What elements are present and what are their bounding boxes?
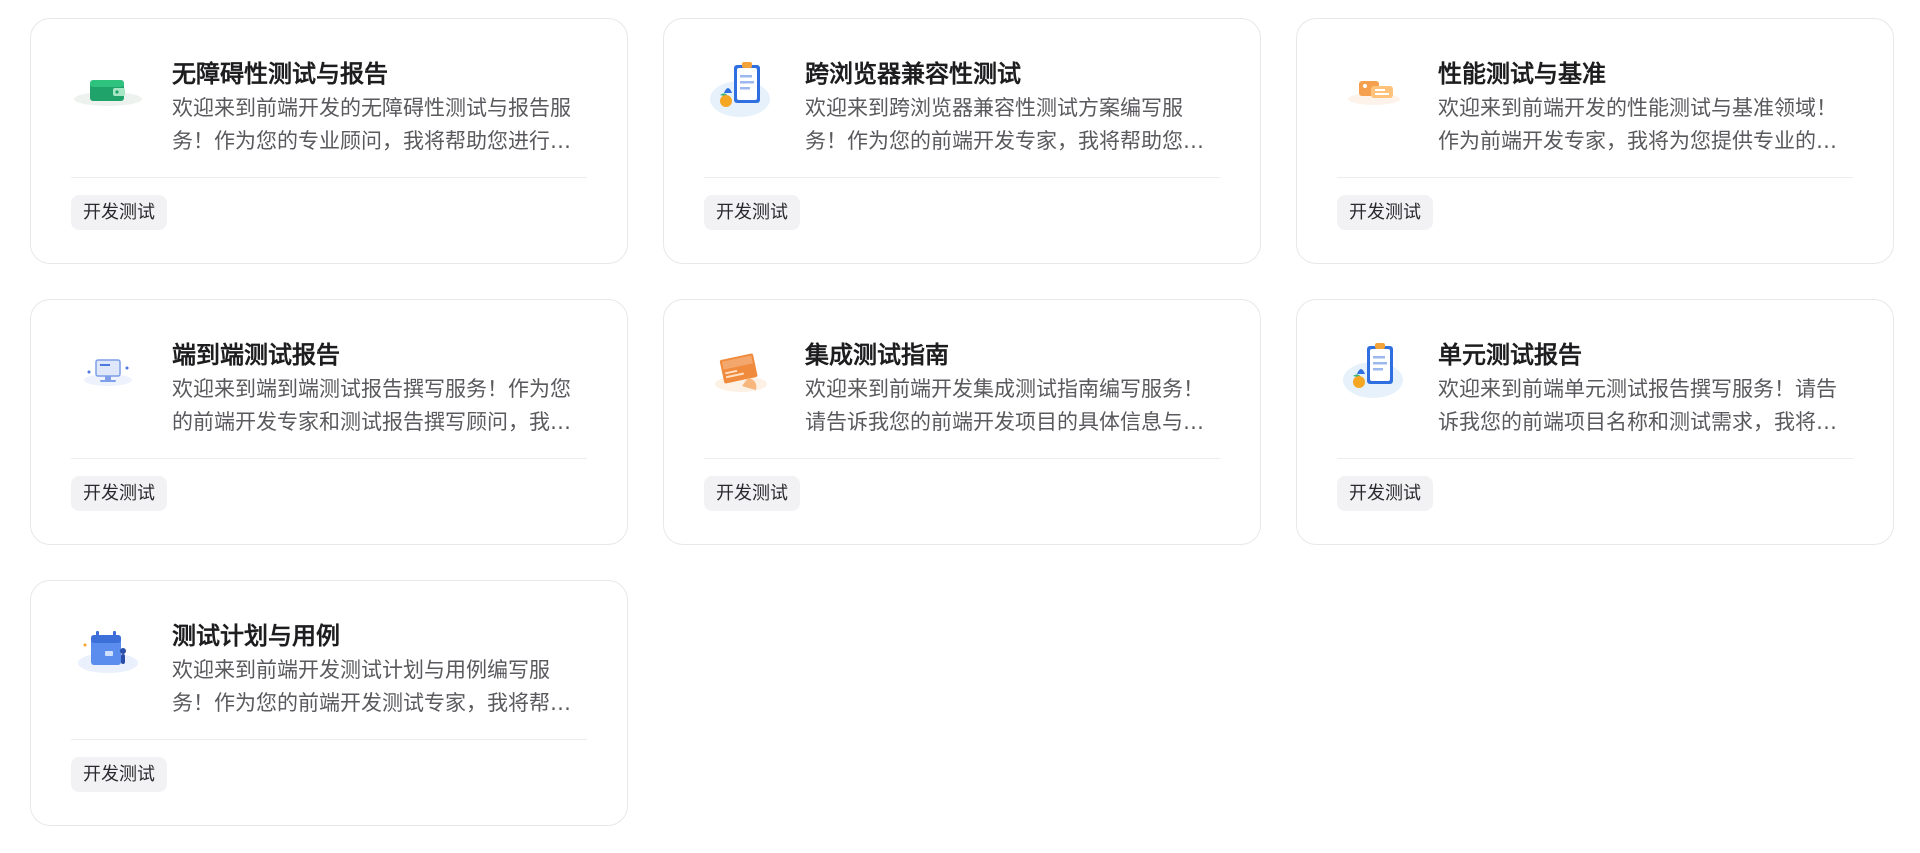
category-tag[interactable]: 开发测试: [71, 195, 167, 230]
monitor-icon: [71, 334, 145, 408]
card-title: 端到端测试报告: [172, 341, 340, 369]
card-description: 欢迎来到跨浏览器兼容性测试方案编写服务！作为您的前端开发专家，我将帮助您制定完整…: [805, 96, 1204, 153]
category-tag[interactable]: 开发测试: [704, 476, 800, 511]
card-description: 欢迎来到前端开发测试计划与用例编写服务！作为您的前端开发测试专家，我将帮助您编写…: [172, 658, 571, 715]
card-description: 欢迎来到前端单元测试报告撰写服务！请告诉我您的前端项目名称和测试需求，我将为您撰…: [1438, 377, 1837, 434]
card-header: 无障碍性测试与报告 欢迎来到前端开发的无障碍性测试与报告服务！作为您的专业顾问，…: [71, 19, 587, 178]
folder-cards-icon: [1337, 53, 1411, 127]
card-header: 性能测试与基准 欢迎来到前端开发的性能测试与基准领域！作为前端开发专家，我将为您…: [1337, 19, 1853, 178]
card-header: 单元测试报告 欢迎来到前端单元测试报告撰写服务！请告诉我您的前端项目名称和测试需…: [1337, 300, 1853, 459]
card-grid: 无障碍性测试与报告 欢迎来到前端开发的无障碍性测试与报告服务！作为您的专业顾问，…: [30, 18, 1894, 826]
card-title: 测试计划与用例: [172, 622, 340, 650]
card-title: 单元测试报告: [1438, 341, 1582, 369]
calendar-person-icon: [71, 615, 145, 689]
card-description: 欢迎来到前端开发集成测试指南编写服务！请告诉我您的前端开发项目的具体信息与测试需…: [805, 377, 1204, 434]
card-accessibility-testing[interactable]: 无障碍性测试与报告 欢迎来到前端开发的无障碍性测试与报告服务！作为您的专业顾问，…: [30, 18, 628, 264]
card-header: 测试计划与用例 欢迎来到前端开发测试计划与用例编写服务！作为您的前端开发测试专家…: [71, 581, 587, 740]
card-header: 跨浏览器兼容性测试 欢迎来到跨浏览器兼容性测试方案编写服务！作为您的前端开发专家…: [704, 19, 1220, 178]
wallet-icon: [71, 53, 145, 127]
card-header: 集成测试指南 欢迎来到前端开发集成测试指南编写服务！请告诉我您的前端开发项目的具…: [704, 300, 1220, 459]
card-integration-testing-guide[interactable]: 集成测试指南 欢迎来到前端开发集成测试指南编写服务！请告诉我您的前端开发项目的具…: [663, 299, 1261, 545]
category-tag[interactable]: 开发测试: [71, 757, 167, 792]
card-description: 欢迎来到前端开发的无障碍性测试与报告服务！作为您的专业顾问，我将帮助您进行全面的…: [172, 96, 571, 153]
category-tag[interactable]: 开发测试: [71, 476, 167, 511]
card-title: 集成测试指南: [805, 341, 949, 369]
newspaper-icon: [704, 334, 778, 408]
clipboard-plant-icon: [1337, 334, 1411, 408]
category-tag[interactable]: 开发测试: [1337, 476, 1433, 511]
card-description: 欢迎来到端到端测试报告撰写服务！作为您的前端开发专家和测试报告撰写顾问，我将为您…: [172, 377, 571, 434]
card-e2e-testing-report[interactable]: 端到端测试报告 欢迎来到端到端测试报告撰写服务！作为您的前端开发专家和测试报告撰…: [30, 299, 628, 545]
clipboard-plant-icon: [704, 53, 778, 127]
card-unit-testing-report[interactable]: 单元测试报告 欢迎来到前端单元测试报告撰写服务！请告诉我您的前端项目名称和测试需…: [1296, 299, 1894, 545]
card-test-plan-and-cases[interactable]: 测试计划与用例 欢迎来到前端开发测试计划与用例编写服务！作为您的前端开发测试专家…: [30, 580, 628, 826]
card-title: 无障碍性测试与报告: [172, 60, 388, 88]
category-tag[interactable]: 开发测试: [1337, 195, 1433, 230]
card-header: 端到端测试报告 欢迎来到端到端测试报告撰写服务！作为您的前端开发专家和测试报告撰…: [71, 300, 587, 459]
category-tag[interactable]: 开发测试: [704, 195, 800, 230]
card-cross-browser-testing[interactable]: 跨浏览器兼容性测试 欢迎来到跨浏览器兼容性测试方案编写服务！作为您的前端开发专家…: [663, 18, 1261, 264]
card-description: 欢迎来到前端开发的性能测试与基准领域！作为前端开发专家，我将为您提供专业的性能测…: [1438, 96, 1837, 153]
card-title: 跨浏览器兼容性测试: [805, 60, 1021, 88]
card-performance-testing[interactable]: 性能测试与基准 欢迎来到前端开发的性能测试与基准领域！作为前端开发专家，我将为您…: [1296, 18, 1894, 264]
card-title: 性能测试与基准: [1438, 60, 1606, 88]
